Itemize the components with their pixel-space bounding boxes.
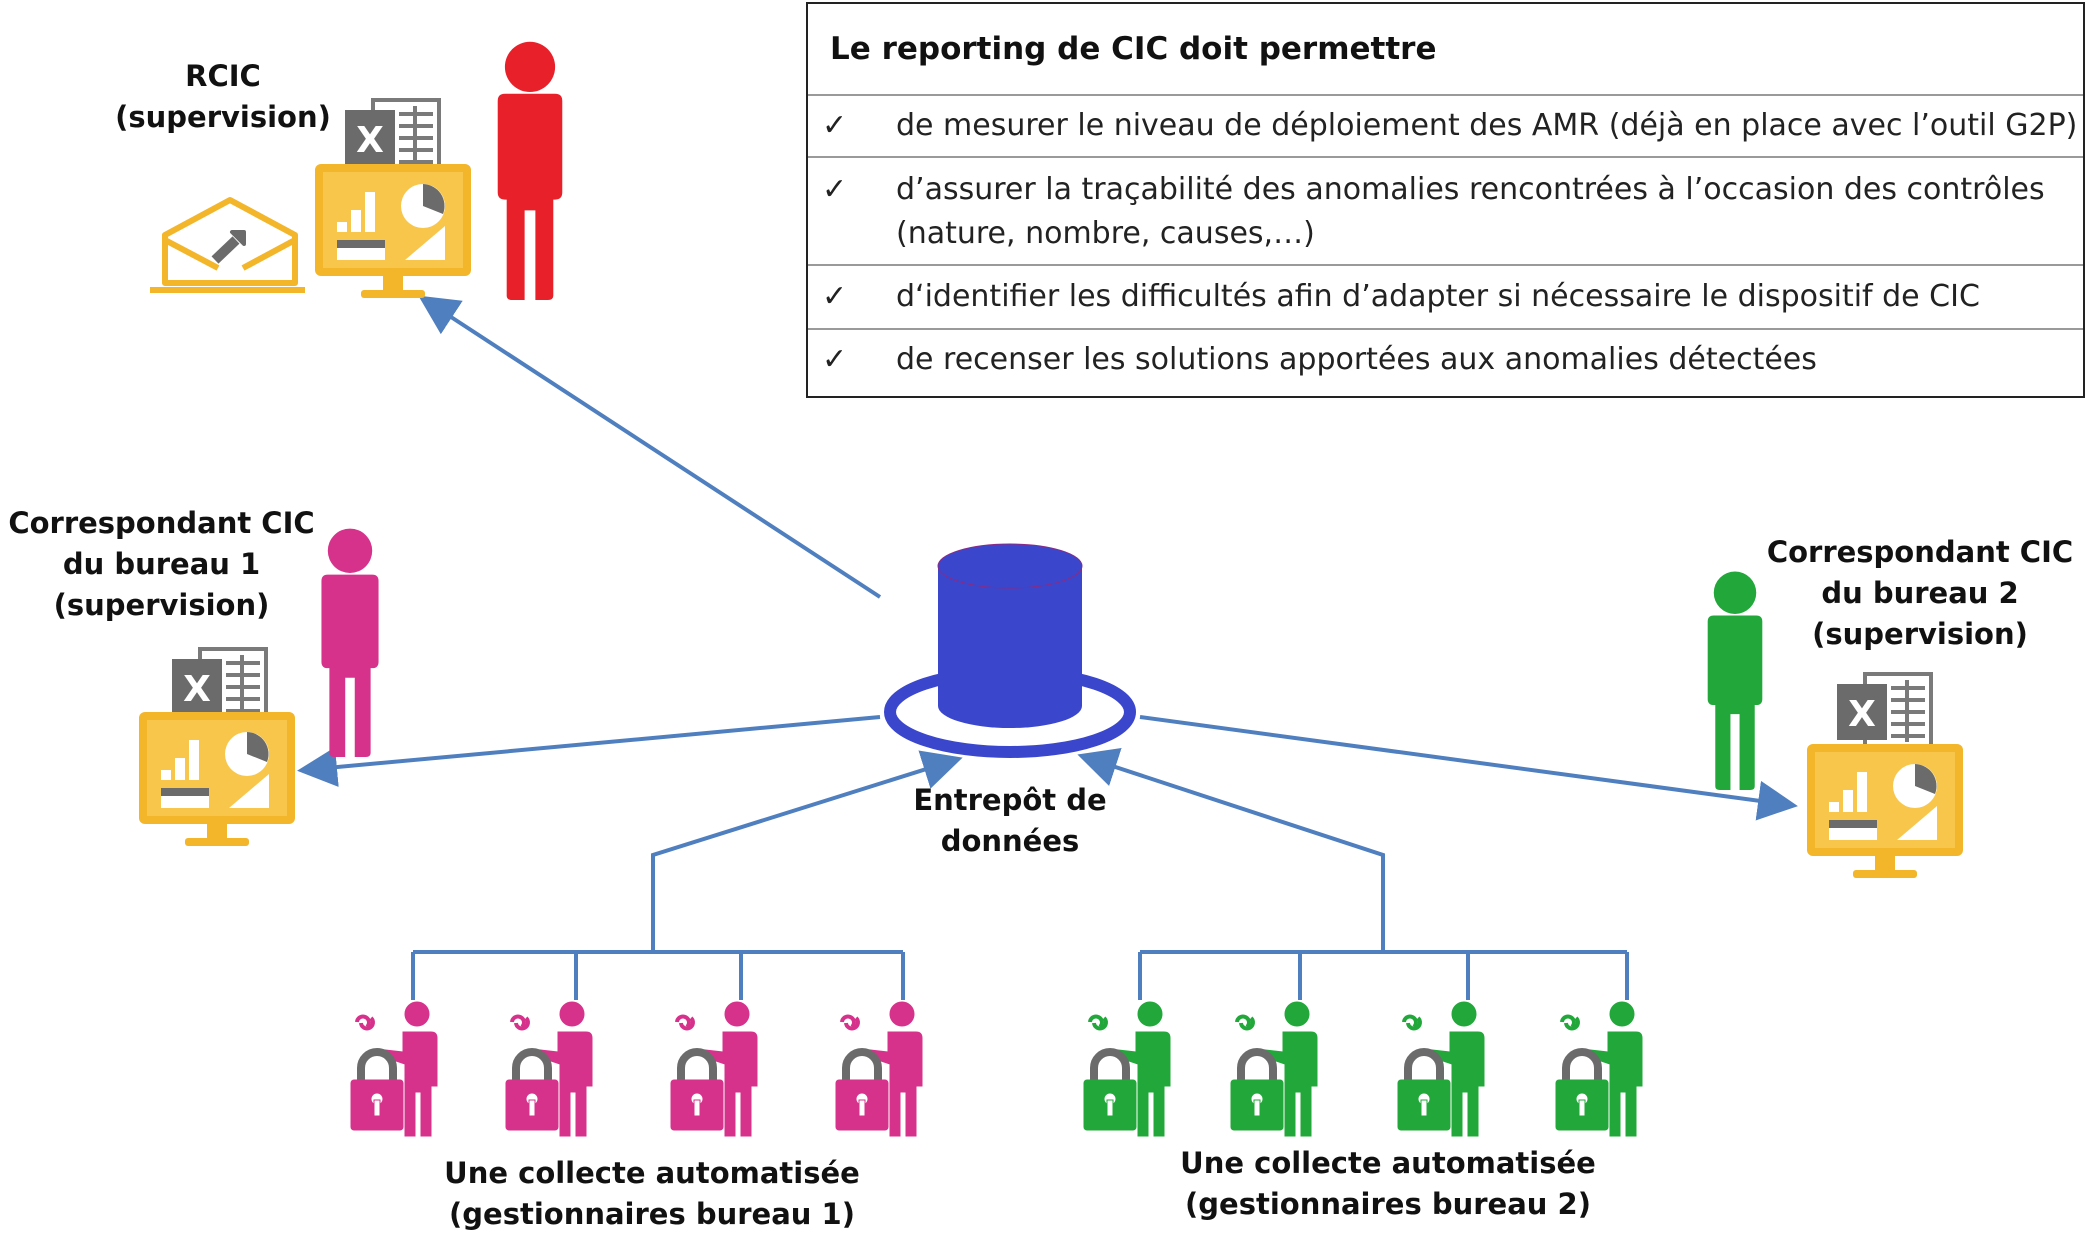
rcic-label: RCIC (supervision): [108, 56, 338, 138]
reporting-box: Le reporting de CIC doit permettre ✓ de …: [806, 2, 2085, 398]
collect2-label: Une collecte automatisée (gestionnaires …: [1168, 1143, 1608, 1225]
reporting-item: ✓ de mesurer le niveau de déploiement de…: [808, 96, 2083, 158]
corr1-excel-icon: [170, 647, 268, 723]
arrow-from-collect2: [1077, 747, 1385, 952]
reporting-item: ✓ d‘identifier les difficultés afin d’ad…: [808, 266, 2083, 330]
corr2-label-line1: Correspondant CIC: [1766, 535, 2074, 569]
worker-icon: [671, 1002, 757, 1136]
reporting-item-text: de recenser les solutions apportées aux …: [896, 342, 1817, 377]
corr2-excel-icon: [1835, 672, 1933, 748]
corr1-monitor-icon: [139, 712, 295, 846]
check-icon: ✓: [822, 279, 848, 314]
arrow-to-corr2: [1139, 715, 1798, 821]
corr2-label-line2: du bureau 2: [1821, 576, 2019, 610]
envelope-icon: [150, 197, 305, 293]
reporting-item-text: d‘identifier les difficultés afin d’adap…: [896, 279, 1980, 314]
rcic-monitor-icon: [315, 164, 471, 298]
warehouse-label-line1: Entrepôt de: [913, 783, 1107, 817]
connector-arrows: [297, 295, 1798, 1000]
collect2-workers: [1084, 1002, 1642, 1136]
reporting-item-text: d’assurer la traçabilité des anomalies r…: [896, 172, 2045, 207]
corr2-monitor-icon: [1807, 744, 1963, 878]
database-icon: [884, 543, 1136, 758]
worker-icon: [1231, 1002, 1317, 1136]
check-icon: ✓: [822, 108, 848, 143]
worker-icon: [1556, 1002, 1642, 1136]
worker-icon: [836, 1002, 922, 1136]
corr1-person-icon: [321, 528, 379, 757]
corr1-label-line2: du bureau 1: [62, 547, 261, 581]
warehouse-label-line2: données: [940, 824, 1080, 858]
worker-icon: [351, 1002, 437, 1136]
worker-icon: [506, 1002, 592, 1136]
corr2-label-line3: (supervision): [1812, 617, 2028, 651]
reporting-item-text: de mesurer le niveau de déploiement des …: [896, 108, 2078, 143]
rcic-label-line1: RCIC: [185, 59, 261, 93]
rcic-person-icon: [497, 41, 563, 300]
rcic-excel-icon: [343, 98, 441, 174]
arrow-from-collect1: [651, 750, 963, 952]
collect1-label: Une collecte automatisée (gestionnaires …: [432, 1153, 872, 1235]
reporting-item-text: (nature, nombre, causes,…): [896, 216, 1315, 251]
arrow-to-rcic: [418, 295, 882, 599]
corr1-label-line1: Correspondant CIC: [8, 506, 315, 540]
reporting-item: ✓ de recenser les solutions apportées au…: [808, 330, 2083, 390]
rcic-label-line2: (supervision): [115, 100, 331, 134]
arrow-to-corr1: [297, 715, 881, 787]
collect1-label-line1: Une collecte automatisée: [444, 1156, 860, 1190]
reporting-heading: Le reporting de CIC doit permettre: [808, 4, 2083, 96]
worker-icon: [1084, 1002, 1170, 1136]
reporting-item: ✓ d’assurer la traçabilité des anomalies…: [808, 158, 2083, 266]
worker-icon: [1398, 1002, 1484, 1136]
warehouse-label: Entrepôt de données: [880, 780, 1140, 862]
corr1-label-line3: (supervision): [53, 588, 270, 622]
corr1-label: Correspondant CIC du bureau 1 (supervisi…: [0, 503, 323, 626]
collect1-label-line2: (gestionnaires bureau 1): [449, 1197, 855, 1231]
corr2-label: Correspondant CIC du bureau 2 (supervisi…: [1755, 532, 2085, 655]
check-icon: ✓: [822, 172, 848, 207]
check-icon: ✓: [822, 342, 848, 377]
collect2-label-line2: (gestionnaires bureau 2): [1185, 1187, 1591, 1221]
collect2-label-line1: Une collecte automatisée: [1180, 1146, 1596, 1180]
collect1-workers: [351, 1002, 922, 1136]
